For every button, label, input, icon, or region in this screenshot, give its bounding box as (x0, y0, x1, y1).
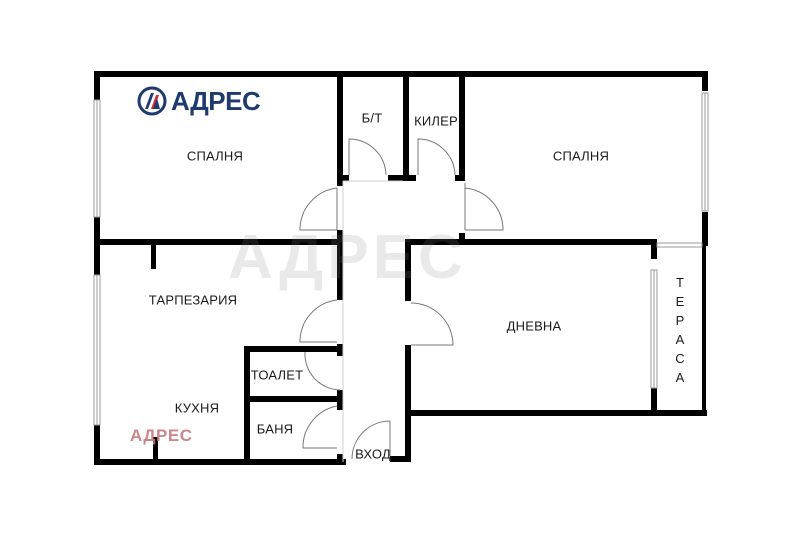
door-bedroom-right[interactable] (464, 183, 504, 231)
room-label-entrance: ВХОД (355, 446, 391, 462)
wall-wc-top (244, 346, 340, 352)
wall-bt-storage (403, 71, 409, 181)
wall-bedroom-right-west (459, 71, 465, 181)
living-wall-bottom (405, 410, 707, 416)
door-bathroom[interactable] (302, 405, 338, 449)
door-bt[interactable] (348, 138, 387, 176)
wall-stub-dining (151, 245, 156, 269)
room-label-toilet: ТОАЛЕТ (250, 367, 304, 383)
wall-living-west-2 (405, 345, 411, 462)
door-toilet[interactable] (304, 351, 341, 391)
outer-wall-right-mid (702, 212, 708, 246)
door-living[interactable] (410, 302, 454, 346)
wall-wc-bath (244, 396, 340, 402)
room-label-kitchen: КУХНЯ (174, 400, 220, 416)
terrace-wall-right (702, 246, 706, 416)
outer-wall-left (94, 71, 100, 465)
terrace-rail (656, 242, 703, 248)
door-dining[interactable] (299, 299, 338, 343)
room-label-living-room: ДНЕВНА (506, 318, 562, 334)
brand-logo: АДРЕС (137, 86, 261, 116)
door-storage[interactable] (417, 138, 456, 176)
wall-terrace-divider-bottom (651, 388, 657, 416)
outer-wall-right-top (702, 71, 708, 91)
wall-bt-bottom-b (388, 175, 416, 181)
wall-terrace-divider-top (651, 239, 657, 259)
wall-entrance-right (390, 456, 411, 462)
room-label-bathroom: БАНЯ (256, 421, 294, 437)
room-label-terrace: Т Е Р А С А (675, 275, 685, 385)
corridor-wall-left-5 (337, 454, 343, 465)
room-label-bedroom-left: СПАЛНЯ (186, 148, 244, 164)
wall-wc-left (244, 346, 250, 465)
room-label-storage: КИЛЕР (414, 113, 458, 129)
corridor-wall-left-1 (337, 71, 343, 186)
wall-bt-bottom-a (337, 175, 349, 181)
adres-logo-icon (137, 86, 167, 116)
door-bedroom-left[interactable] (299, 187, 338, 231)
room-label-bathroom-toilet: Б/Т (361, 110, 383, 126)
wall-bedroom-living (405, 239, 657, 245)
room-label-bedroom-right: СПАЛНЯ (552, 148, 610, 164)
wall-bedroom-dining (94, 239, 342, 245)
wall-living-west-1 (405, 239, 411, 301)
outer-wall-top (94, 71, 708, 77)
wall-stub-kitchen (153, 437, 158, 461)
corridor-wall-left-2 (337, 230, 343, 300)
door-entrance[interactable] (351, 420, 391, 460)
logo-text: АДРЕС (171, 86, 261, 116)
watermark-small: АДРЕС (130, 426, 193, 445)
outer-wall-bottom-left (94, 459, 346, 465)
room-label-dining: ТАРПЕЗАРИЯ (148, 292, 238, 308)
